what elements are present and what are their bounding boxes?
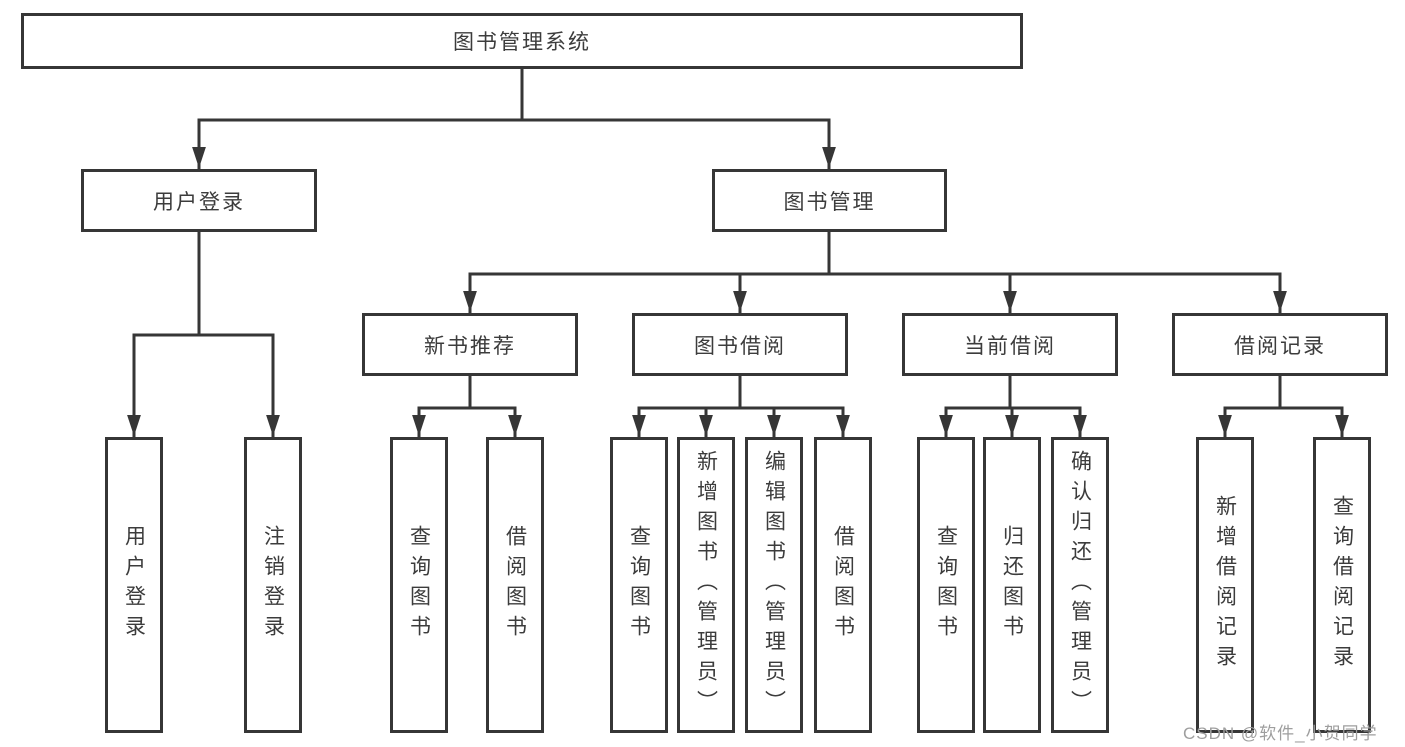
leaf-add-books-admin: 新增图书（管理员） xyxy=(677,437,735,733)
node-label: 编辑图书（管理员） xyxy=(762,450,786,720)
leaf-edit-books-admin: 编辑图书（管理员） xyxy=(745,437,803,733)
leaf-query-books-recommend: 查询图书 xyxy=(390,437,448,733)
leaf-borrow-books: 借阅图书 xyxy=(814,437,872,733)
node-label: 借阅记录 xyxy=(1234,334,1326,358)
leaf-logout: 注销登录 xyxy=(244,437,302,733)
leaf-return-books: 归还图书 xyxy=(983,437,1041,733)
leaf-query-borrow-record: 查询借阅记录 xyxy=(1313,437,1371,733)
node-label: 借阅图书 xyxy=(503,525,527,645)
node-borrow-records: 借阅记录 xyxy=(1172,313,1388,376)
node-label: 新增图书（管理员） xyxy=(694,450,718,720)
node-label: 查询图书 xyxy=(934,525,958,645)
node-label: 新增借阅记录 xyxy=(1213,495,1237,675)
leaf-confirm-return-admin: 确认归还（管理员） xyxy=(1051,437,1109,733)
node-book-management: 图书管理 xyxy=(712,169,947,232)
node-label: 查询图书 xyxy=(407,525,431,645)
node-current-borrow: 当前借阅 xyxy=(902,313,1118,376)
leaf-query-books-borrow: 查询图书 xyxy=(610,437,668,733)
node-label: 借阅图书 xyxy=(831,525,855,645)
node-label: 新书推荐 xyxy=(424,334,516,358)
node-user-login: 用户登录 xyxy=(81,169,317,232)
csdn-watermark: CSDN @软件_小贺同学 xyxy=(1183,724,1378,743)
node-label: 图书借阅 xyxy=(694,334,786,358)
node-label: 查询借阅记录 xyxy=(1330,495,1354,675)
node-label: 图书管理 xyxy=(783,190,876,214)
node-label: 用户登录 xyxy=(122,525,146,645)
node-label: 用户登录 xyxy=(153,190,245,214)
node-label: 归还图书 xyxy=(1000,525,1024,645)
node-label: 确认归还（管理员） xyxy=(1068,450,1092,720)
node-book-borrow: 图书借阅 xyxy=(632,313,848,376)
node-label: 当前借阅 xyxy=(964,334,1056,358)
node-label: 注销登录 xyxy=(261,525,285,645)
node-label: 查询图书 xyxy=(627,525,651,645)
leaf-add-borrow-record: 新增借阅记录 xyxy=(1196,437,1254,733)
leaf-borrow-books-recommend: 借阅图书 xyxy=(486,437,544,733)
node-library-management-system: 图书管理系统 xyxy=(21,13,1023,69)
node-label: 图书管理系统 xyxy=(453,31,591,54)
leaf-user-login: 用户登录 xyxy=(105,437,163,733)
leaf-query-books-current: 查询图书 xyxy=(917,437,975,733)
node-new-book-recommend: 新书推荐 xyxy=(362,313,578,376)
